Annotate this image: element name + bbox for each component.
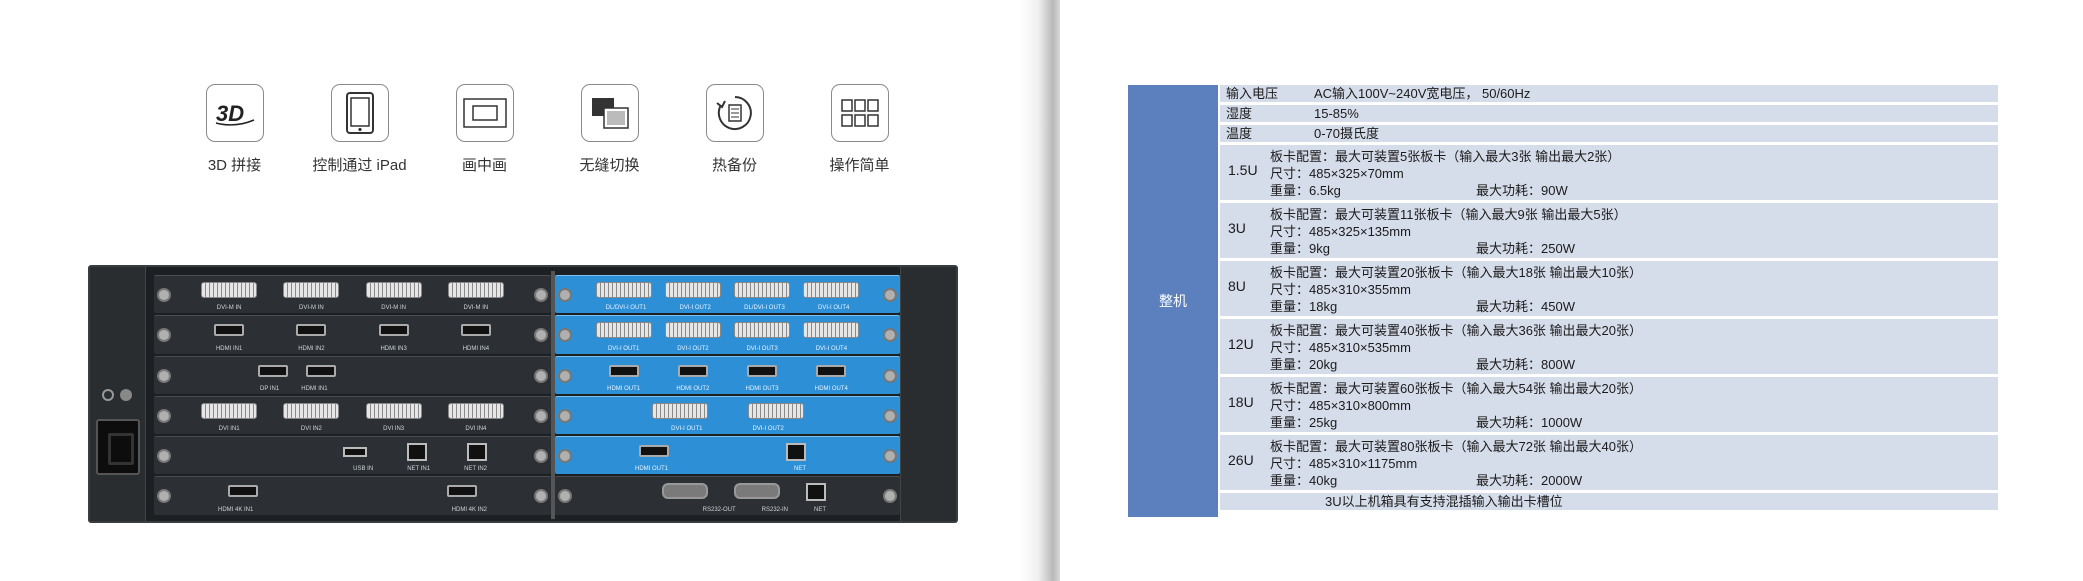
model-size: 8U <box>1228 278 1246 294</box>
model-dims: 尺寸：485×310×355mm <box>1270 282 1411 297</box>
feature-simple-operation: 操作简单 <box>797 84 922 175</box>
model-weight: 重量：25kg <box>1270 415 1338 430</box>
model-weight: 重量：9kg <box>1270 241 1330 256</box>
model-config: 板卡配置：最大可装置60张板卡（输入最大54张 输出最大20张） <box>1270 381 1642 396</box>
feature-ipad: 控制通过 iPad <box>297 84 422 175</box>
model-power: 最大功耗：2000W <box>1476 473 1583 488</box>
grid-operation-icon <box>830 84 889 142</box>
model-config: 板卡配置：最大可装置20张板卡（输入最大18张 输出最大10张） <box>1270 265 1642 280</box>
model-power: 最大功耗：90W <box>1476 183 1568 198</box>
model-size: 3U <box>1228 220 1246 236</box>
spec-value: 15-85% <box>1314 106 1359 121</box>
feature-label: 操作简单 <box>829 157 890 174</box>
feature-icons: 3D 3D 拼接 控制通过 iPad 画中画 无缝切换 热备份 <box>172 84 922 175</box>
model-row: 18U 板卡配置：最大可装置60张板卡（输入最大54张 输出最大20张） 尺寸：… <box>1220 377 1998 432</box>
spec-value: AC输入100V~240V宽电压， 50/60Hz <box>1314 86 1531 101</box>
feature-3d: 3D 3D 拼接 <box>172 84 297 175</box>
ipad-icon <box>330 84 389 142</box>
spec-row: 湿度 15-85% <box>1220 105 1998 122</box>
model-config: 板卡配置：最大可装置80张板卡（输入最大72张 输出最大40张） <box>1270 439 1642 454</box>
model-size: 12U <box>1228 336 1254 352</box>
spec-section-label: 整机 <box>1128 85 1218 517</box>
model-power: 最大功耗：250W <box>1476 241 1575 256</box>
spec-row: 输入电压 AC输入100V~240V宽电压， 50/60Hz <box>1220 85 1998 102</box>
model-row: 12U 板卡配置：最大可装置40张板卡（输入最大36张 输出最大20张） 尺寸：… <box>1220 319 1998 374</box>
model-size: 26U <box>1228 452 1254 468</box>
model-weight: 重量：18kg <box>1270 299 1338 314</box>
picture-in-picture-icon <box>455 84 514 142</box>
feature-label: 无缝切换 <box>579 157 640 174</box>
spec-footer-note: 3U以上机箱具有支持混插输入输出卡槽位 <box>1220 493 1998 510</box>
feature-hot-backup: 热备份 <box>672 84 797 175</box>
seamless-switch-icon <box>580 84 639 142</box>
svg-text:3D: 3D <box>216 101 244 126</box>
model-config: 板卡配置：最大可装置40张板卡（输入最大36张 输出最大20张） <box>1270 323 1642 338</box>
feature-label: 控制通过 iPad <box>312 157 407 174</box>
chassis-left-ear <box>90 267 146 521</box>
spec-value: 0-70摄氏度 <box>1314 126 1380 141</box>
model-weight: 重量：6.5kg <box>1270 183 1341 198</box>
spec-table: 整机 输入电压 AC输入100V~240V宽电压， 50/60Hz 湿度 15-… <box>1128 85 1998 517</box>
spec-rows: 输入电压 AC输入100V~240V宽电压， 50/60Hz 湿度 15-85%… <box>1220 85 1998 513</box>
model-power: 最大功耗：1000W <box>1476 415 1583 430</box>
model-dims: 尺寸：485×310×535mm <box>1270 340 1411 355</box>
feature-label: 3D 拼接 <box>207 157 262 174</box>
model-row: 8U 板卡配置：最大可装置20张板卡（输入最大18张 输出最大10张） 尺寸：4… <box>1220 261 1998 316</box>
spec-key: 湿度 <box>1226 106 1253 121</box>
model-row: 26U 板卡配置：最大可装置80张板卡（输入最大72张 输出最大40张） 尺寸：… <box>1220 435 1998 490</box>
feature-pip: 画中画 <box>422 84 547 175</box>
feature-label: 热备份 <box>711 157 757 174</box>
power-socket-icon <box>96 419 140 475</box>
slot-divider <box>551 271 555 519</box>
screw-icon <box>120 389 132 401</box>
model-dims: 尺寸：485×325×70mm <box>1270 166 1404 181</box>
feature-seamless: 无缝切换 <box>547 84 672 175</box>
spec-key: 温度 <box>1226 126 1253 141</box>
model-row: 1.5U 板卡配置：最大可装置5张板卡（输入最大3张 输出最大2张） 尺寸：48… <box>1220 145 1998 200</box>
spec-row: 温度 0-70摄氏度 <box>1220 125 1998 142</box>
spec-key: 输入电压 <box>1226 86 1279 101</box>
model-row: 3U 板卡配置：最大可装置11张板卡（输入最大9张 输出最大5张） 尺寸：485… <box>1220 203 1998 258</box>
model-config: 板卡配置：最大可装置11张板卡（输入最大9张 输出最大5张） <box>1270 207 1627 222</box>
model-size: 1.5U <box>1228 162 1258 178</box>
model-size: 18U <box>1228 394 1254 410</box>
model-weight: 重量：40kg <box>1270 473 1338 488</box>
model-power: 最大功耗：800W <box>1476 357 1575 372</box>
3d-icon: 3D <box>205 84 264 142</box>
chassis-right-ear <box>900 267 956 521</box>
model-dims: 尺寸：485×325×135mm <box>1270 224 1411 239</box>
feature-label: 画中画 <box>461 157 507 174</box>
model-dims: 尺寸：485×310×1175mm <box>1270 456 1418 471</box>
model-power: 最大功耗：450W <box>1476 299 1575 314</box>
ground-icon <box>102 389 114 401</box>
model-weight: 重量：20kg <box>1270 357 1338 372</box>
model-dims: 尺寸：485×310×800mm <box>1270 398 1411 413</box>
hot-backup-icon <box>705 84 764 142</box>
left-page: 3D 3D 拼接 控制通过 iPad 画中画 无缝切换 热备份 <box>0 0 1040 581</box>
model-config: 板卡配置：最大可装置5张板卡（输入最大3张 输出最大2张） <box>1270 149 1621 164</box>
